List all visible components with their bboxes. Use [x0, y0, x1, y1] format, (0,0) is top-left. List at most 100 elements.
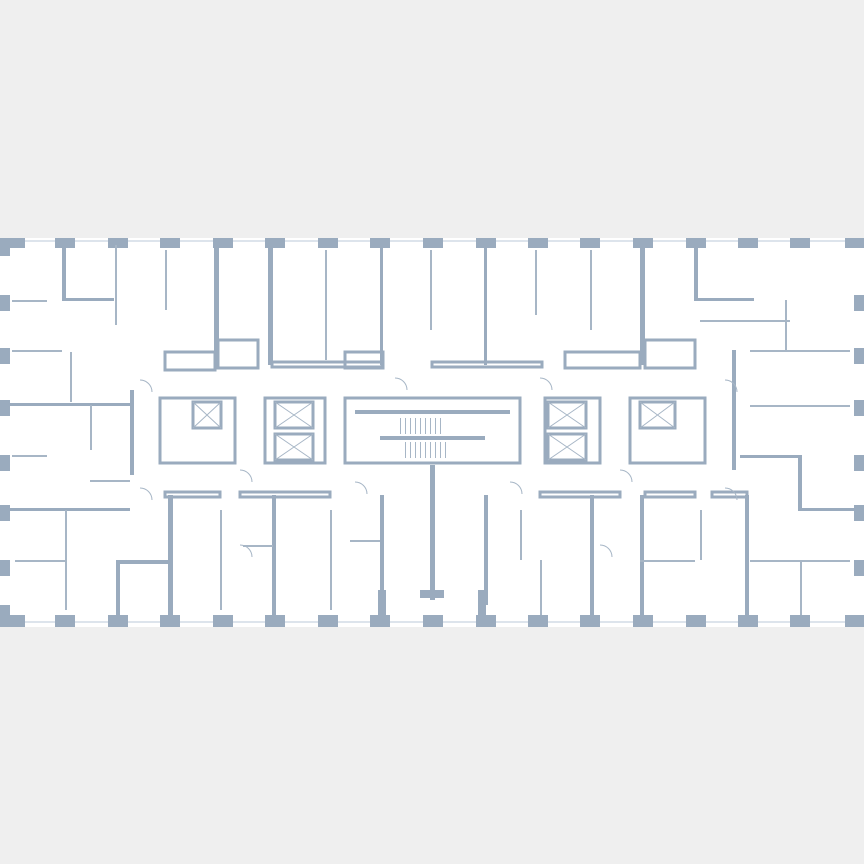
column: [0, 238, 10, 256]
door-swing-icon: [239, 469, 253, 483]
stair-step: [420, 442, 421, 458]
wall: [430, 465, 435, 600]
wall: [798, 508, 854, 511]
partition: [325, 250, 327, 360]
column: [55, 615, 75, 627]
elevator-cross: [547, 433, 587, 461]
column: [0, 348, 10, 364]
elevator-icon: [273, 400, 315, 430]
partitions: [12, 245, 850, 615]
partition: [15, 560, 65, 562]
stair-step: [410, 418, 411, 434]
core-block: [628, 396, 707, 465]
core-block: [158, 396, 237, 465]
column: [423, 615, 443, 627]
elevator-icon: [273, 432, 315, 462]
partition: [90, 480, 130, 482]
wall: [745, 495, 749, 615]
column: [854, 505, 864, 521]
column: [738, 615, 758, 627]
elevators: [191, 400, 677, 462]
column: [580, 238, 600, 248]
partition: [220, 510, 222, 610]
wall: [214, 245, 219, 365]
stairs-icon: [400, 418, 446, 458]
wall: [798, 455, 802, 510]
stair-step: [405, 442, 406, 458]
door-swing-icon: [599, 544, 613, 558]
partition: [785, 300, 787, 350]
wall: [640, 495, 644, 615]
column: [0, 505, 10, 521]
partition: [800, 560, 802, 615]
stair-step: [445, 442, 446, 458]
column: [790, 615, 810, 627]
wall: [420, 590, 444, 598]
stair-step: [430, 418, 431, 434]
elevator-icon: [191, 400, 223, 430]
column: [108, 238, 128, 248]
door-swing-icon: [619, 469, 633, 483]
elevator-cross: [547, 401, 587, 429]
wall: [740, 455, 800, 458]
door-swing-icon: [239, 544, 253, 558]
core-block: [543, 396, 602, 465]
storage-room: [710, 490, 749, 499]
storage-room: [216, 338, 260, 370]
stair-step: [415, 418, 416, 434]
elevator-icon: [546, 400, 588, 430]
elevator-icon: [546, 432, 588, 462]
corridor-wall: [130, 390, 134, 475]
storage-room: [343, 350, 385, 370]
column: [0, 295, 10, 311]
wall: [268, 245, 273, 365]
door-swing-icon: [724, 487, 738, 501]
storage-room: [163, 490, 222, 499]
partition: [590, 250, 592, 330]
column: [854, 400, 864, 416]
column: [528, 238, 548, 248]
partition: [750, 350, 850, 352]
door-swing-icon: [139, 487, 153, 501]
column: [55, 238, 75, 248]
column: [265, 615, 285, 627]
partition: [700, 320, 790, 322]
column: [633, 238, 653, 248]
elevator-cross: [274, 401, 314, 429]
stair-step: [405, 418, 406, 434]
partition: [350, 540, 380, 542]
column: [528, 615, 548, 627]
stair-wall: [380, 436, 485, 440]
wall: [694, 298, 754, 301]
partition: [520, 510, 522, 560]
partition: [12, 300, 47, 302]
column: [160, 238, 180, 248]
wall: [484, 495, 488, 605]
wall: [62, 245, 66, 300]
partition: [430, 250, 432, 330]
partition: [90, 405, 92, 450]
wall: [116, 560, 120, 618]
stair-wall: [355, 410, 510, 414]
corridor-wall: [732, 350, 736, 470]
wall: [590, 495, 594, 615]
door-swing-icon: [509, 481, 523, 495]
door-swing-icon: [139, 379, 153, 393]
stair-step: [420, 418, 421, 434]
wall: [378, 590, 386, 625]
column: [108, 615, 128, 627]
column: [423, 238, 443, 248]
core-block: [263, 396, 327, 465]
column: [633, 615, 653, 627]
elevator-icon: [638, 400, 677, 430]
wall: [640, 245, 645, 365]
storage-room: [238, 490, 332, 499]
partition: [540, 560, 542, 615]
elevator-cross: [274, 433, 314, 461]
stair-step: [440, 418, 441, 434]
column: [845, 615, 864, 627]
column: [686, 615, 706, 627]
door-swing-icon: [539, 377, 553, 391]
stair-step: [400, 418, 401, 434]
